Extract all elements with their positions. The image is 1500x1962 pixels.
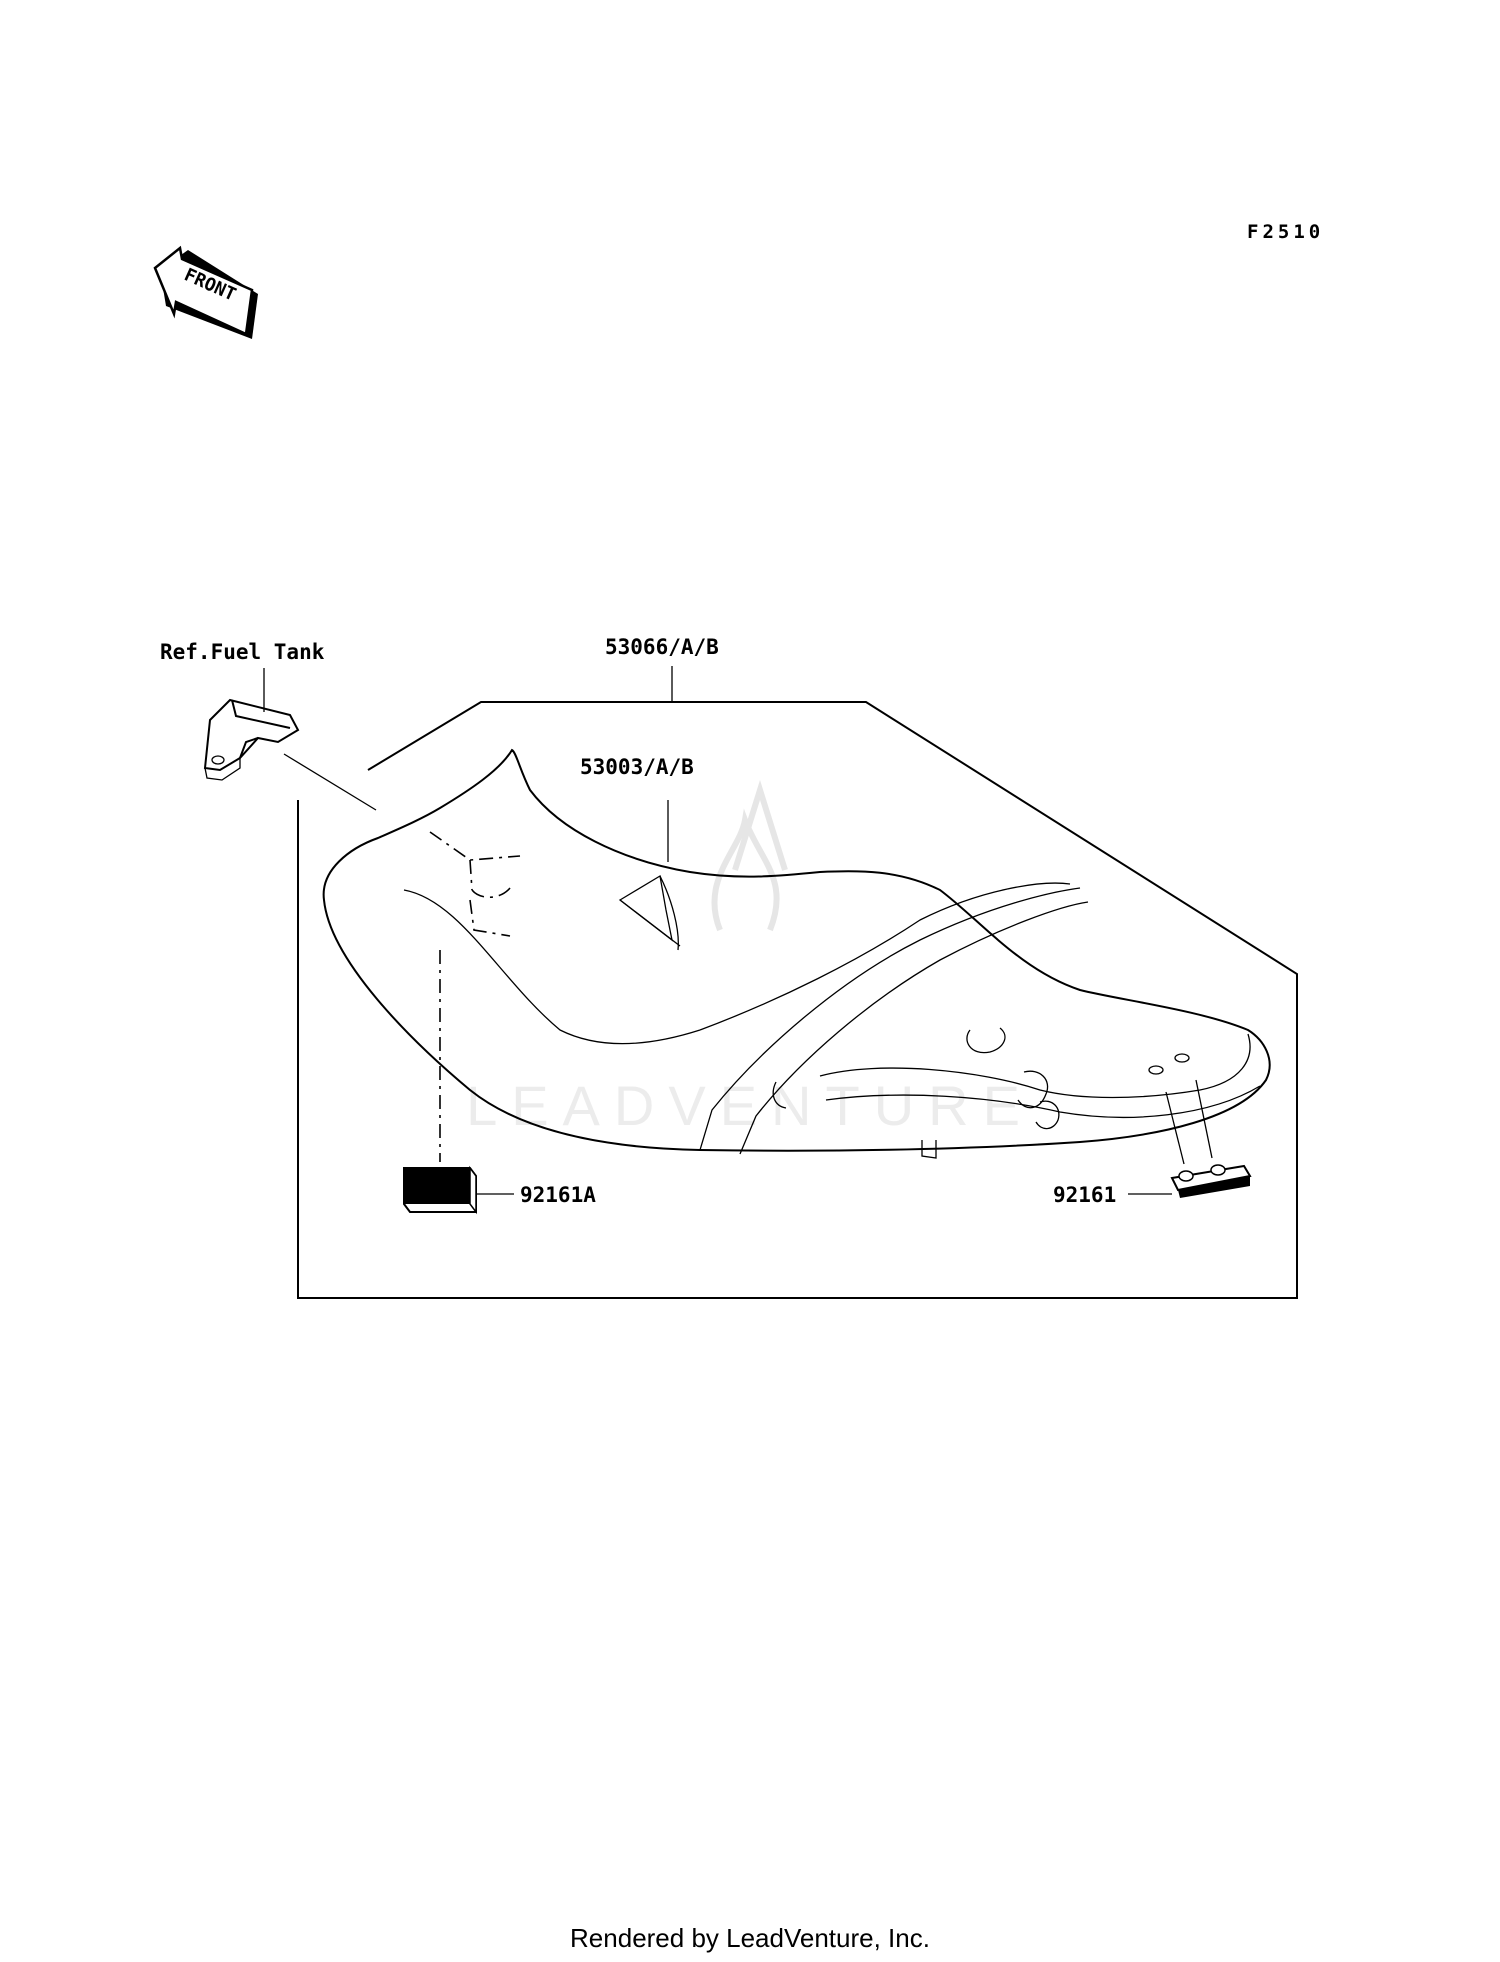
- seat-assy-label: 53066/A/B: [605, 635, 719, 659]
- ref-fuel-tank-label: Ref.Fuel Tank: [160, 640, 325, 664]
- figure-code: F2510: [1247, 221, 1324, 243]
- seat-cover-label: 53003/A/B: [580, 755, 694, 779]
- footer-credit: Rendered by LeadVenture, Inc.: [570, 1923, 930, 1953]
- front-arrow-icon: FRONT: [153, 245, 258, 339]
- fuel-tank-bracket: [203, 668, 300, 781]
- damper-part: [1128, 1079, 1252, 1198]
- damper-a-label: 92161A: [520, 1183, 596, 1207]
- assembly-frame: [297, 701, 1298, 1299]
- leader-line: [283, 753, 377, 811]
- watermark: LEADVENTURE: [466, 779, 1034, 1137]
- seat-drawing: [322, 748, 1271, 1159]
- damper-a-part: [403, 950, 514, 1215]
- damper-label: 92161: [1053, 1183, 1116, 1207]
- watermark-text: LEADVENTURE: [466, 1074, 1034, 1137]
